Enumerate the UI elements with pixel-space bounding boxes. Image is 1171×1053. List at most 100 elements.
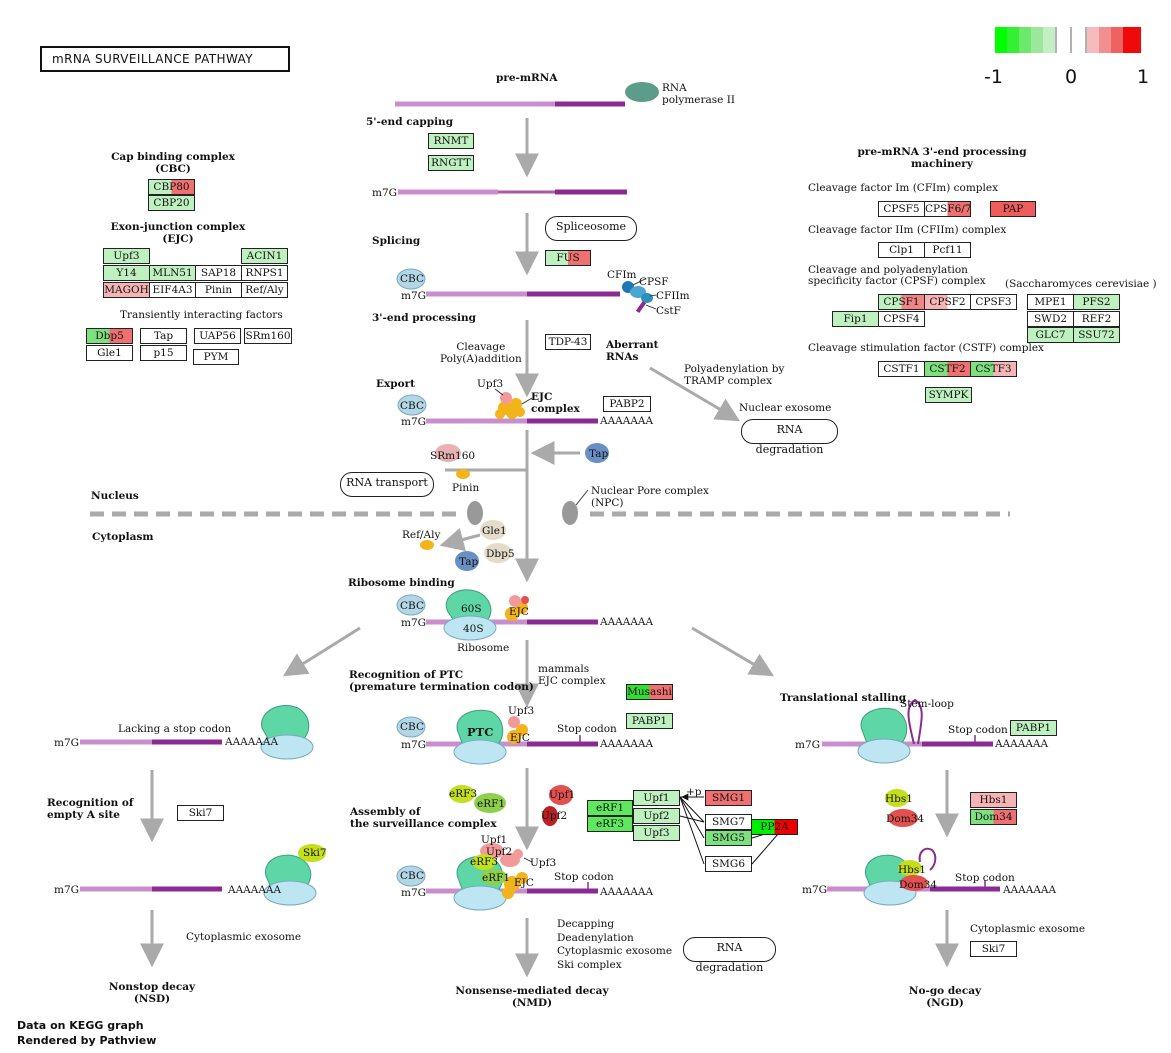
gene-pap[interactable]: PAP [990,201,1036,217]
gene-glc7[interactable]: GLC7 [1027,327,1074,343]
gene-dbp5[interactable]: Dbp5 [86,328,133,344]
gene-swd2[interactable]: SWD2 [1027,311,1074,327]
label-cstf-complex: Cleavage stimulation factor (CSTF) compl… [808,342,1044,354]
label-ribosome: Ribosome [457,642,510,654]
gene-ssu72[interactable]: SSU72 [1073,327,1120,343]
label-3-end-processing: 3'-end processing [372,312,476,324]
gene-erf1[interactable]: eRF1 [587,800,633,816]
gene-eif4a3[interactable]: EIF4A3 [149,282,196,298]
label-erf1: eRF1 [482,872,511,884]
label-nucleus: Nucleus [91,490,139,502]
gene-magoh[interactable]: MAGOH [103,282,150,298]
gene-sympk[interactable]: SYMPK [925,387,972,403]
gene-upf2[interactable]: Upf2 [633,808,680,824]
label-dom34: Dom34 [899,879,938,891]
gene-smg5[interactable]: SMG5 [705,830,752,846]
gene-dom34[interactable]: Dom34 [970,809,1017,825]
gene-cpsf4[interactable]: CPSF4 [878,311,925,327]
gene-fip1[interactable]: Fip1 [832,311,879,327]
gene-y14[interactable]: Y14 [103,265,150,281]
gene-erf3[interactable]: eRF3 [587,816,633,832]
gene-cbp20[interactable]: CBP20 [148,195,195,211]
gene-ski7-ngd[interactable]: Ski7 [970,941,1017,957]
label-m7g: m7G [54,884,80,896]
gene-tdp43[interactable]: TDP-43 [545,334,591,350]
gene-upf3-ejc[interactable]: Upf3 [103,248,150,264]
label-ejc: EJC [509,606,529,618]
label-upf2: Upf2 [486,846,513,858]
gene-acin1[interactable]: ACIN1 [241,248,288,264]
gene-cbp80[interactable]: CBP80 [148,179,195,195]
gene-rnps1[interactable]: RNPS1 [241,265,288,281]
gene-pabp2[interactable]: PABP2 [603,396,651,412]
rna-degradation-node-1[interactable]: RNA degradation [741,419,838,456]
gene-cpsf6-7[interactable]: CPSF6/7 [924,201,971,217]
gene-fus[interactable]: FUS [545,250,591,266]
label-polya: AAAAAAA [995,738,1049,750]
gene-rnmt[interactable]: RNMT [428,133,474,149]
gene-cpsf5[interactable]: CPSF5 [878,201,925,217]
spliceosome-node[interactable]: Spliceosome [545,216,637,241]
gene-tap[interactable]: Tap [140,328,187,344]
label-polya: AAAAAAA [228,884,282,896]
gene-clp1[interactable]: Clp1 [878,242,925,258]
label-cbc: CBC [400,600,424,612]
gene-upf1[interactable]: Upf1 [633,790,680,806]
gene-ski7-nsd[interactable]: Ski7 [177,805,224,821]
gene-pym[interactable]: PYM [193,349,239,365]
label-rna-polymerase: RNA polymerase II [662,82,736,106]
label-upf3-export: Upf3 [477,378,504,390]
gene-p15[interactable]: p15 [140,345,187,361]
label-hbs1: Hbs1 [885,793,913,805]
label-m7g: m7G [802,884,828,896]
label-dom34: Dom34 [886,813,925,825]
gene-ref2[interactable]: REF2 [1073,311,1120,327]
label-polya: AAAAAAA [600,886,654,898]
label-upf1: Upf1 [549,789,576,801]
gene-upf3[interactable]: Upf3 [633,825,680,841]
gene-cpsf3[interactable]: CPSF3 [970,294,1017,310]
rna-transport-node[interactable]: RNA transport [340,472,434,497]
gene-cpsf2[interactable]: CPSF2 [924,294,971,310]
gene-refaly[interactable]: Ref/Aly [241,282,288,298]
gene-smg7[interactable]: SMG7 [705,814,752,830]
gene-gle1[interactable]: Gle1 [86,345,133,361]
label-m7g: m7G [401,617,427,629]
gene-smg1[interactable]: SMG1 [705,790,752,806]
gene-cstf3[interactable]: CSTF3 [970,361,1017,377]
gene-smg6[interactable]: SMG6 [705,856,752,872]
label-erf3: eRF3 [449,788,478,800]
label-nsd: Nonstop decay (NSD) [108,981,196,1005]
gene-cstf1[interactable]: CSTF1 [878,361,925,377]
label-polya: AAAAAAA [600,616,654,628]
label-lacking-stop: Lacking a stop codon [118,723,232,735]
gene-mpe1[interactable]: MPE1 [1027,294,1074,310]
gene-pabp1[interactable]: PABP1 [626,713,673,729]
label-stem-loop: Stem-loop [900,698,954,710]
label-erf3: eRF3 [470,856,499,868]
label-cbc: CBC [400,721,424,733]
label-m7g: m7G [401,416,427,428]
gene-cpsf1[interactable]: CPSF1 [878,294,925,310]
label-tap: Tap [589,448,609,460]
label-aberrant-rnas: Aberrant RNAs [606,339,659,363]
gene-mln51[interactable]: MLN51 [149,265,196,281]
gene-musashi[interactable]: Musashi [626,684,673,700]
gene-srm160[interactable]: SRm160 [244,328,292,344]
gene-rngtt[interactable]: RNGTT [428,155,474,171]
legend-min: -1 [984,66,1003,88]
label-stop-codon: Stop codon [557,723,617,735]
label-cytoplasm: Cytoplasm [92,531,154,543]
rna-degradation-node-2[interactable]: RNA degradation [683,937,776,974]
gene-pcf11[interactable]: Pcf11 [924,242,971,258]
label-pre3-header: pre-mRNA 3'-end processing machinery [857,146,1027,170]
gene-pfs2[interactable]: PFS2 [1073,294,1120,310]
gene-cstf2[interactable]: CSTF2 [924,361,971,377]
gene-pp2a[interactable]: PP2A [751,819,798,835]
gene-hbs1[interactable]: Hbs1 [970,792,1017,808]
gene-pabp1-ngd[interactable]: PABP1 [1010,720,1057,736]
gene-uap56[interactable]: UAP56 [194,328,241,344]
gene-sap18[interactable]: SAP18 [195,265,242,281]
gene-pinin[interactable]: Pinin [195,282,242,298]
